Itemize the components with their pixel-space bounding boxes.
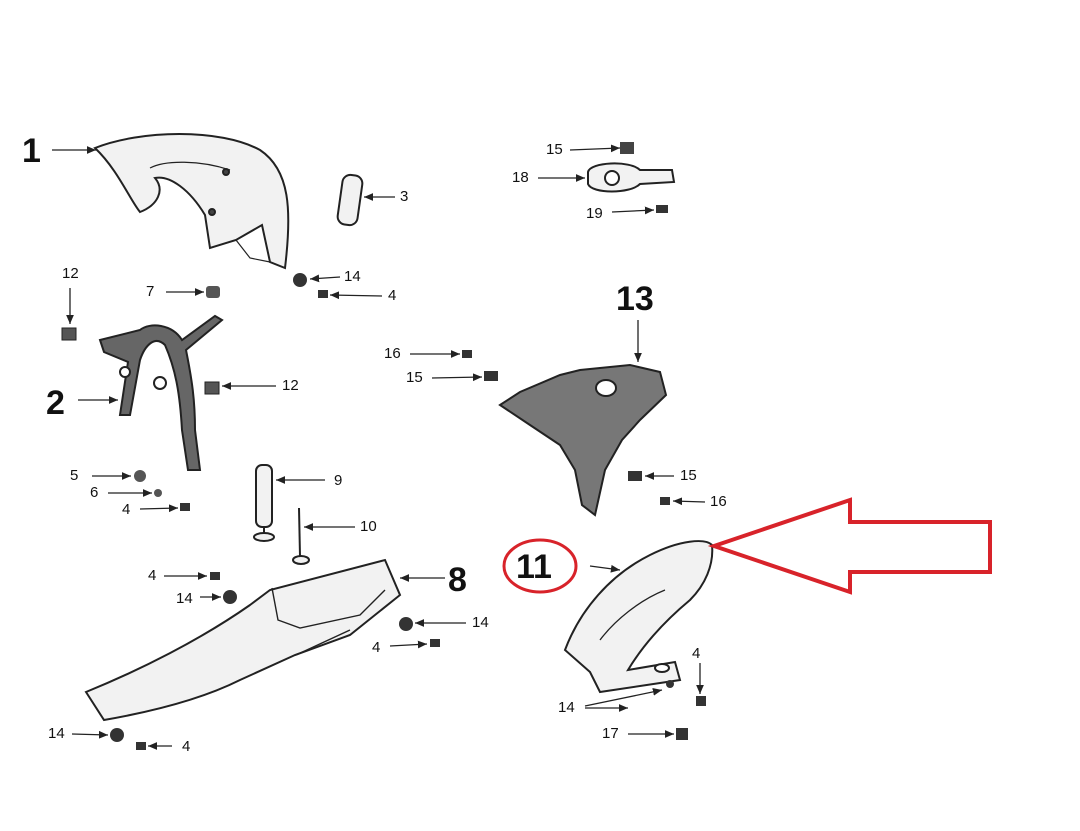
highlight-circle (502, 538, 578, 594)
label-14-undertray: 14 (176, 590, 193, 607)
label-4-hugger: 4 (692, 645, 701, 662)
label-9: 9 (334, 472, 343, 489)
highlight-arrow (707, 497, 992, 595)
clamp-part-18 (587, 162, 676, 193)
label-15-lower: 15 (680, 467, 697, 484)
label-19: 19 (586, 205, 603, 222)
label-2: 2 (46, 384, 65, 422)
label-14: 14 (344, 268, 361, 285)
label-4-bottom: 4 (182, 738, 191, 755)
label-14-hugger: 14 (558, 699, 575, 716)
label-7: 7 (146, 283, 155, 300)
label-12-right: 12 (282, 377, 299, 394)
label-4: 4 (388, 287, 397, 304)
part-3 (336, 173, 364, 227)
label-4-right: 4 (372, 639, 381, 656)
bracket-part-13 (498, 363, 668, 517)
label-5: 5 (70, 467, 79, 484)
undertray-part-8 (84, 558, 402, 722)
label-13: 13 (616, 280, 654, 318)
label-8: 8 (448, 561, 467, 599)
label-12: 12 (62, 265, 79, 282)
label-14-bottom: 14 (48, 725, 65, 742)
bracket-part-2 (98, 314, 224, 471)
label-10: 10 (360, 518, 377, 535)
label-4-left: 4 (122, 501, 131, 518)
label-18: 18 (512, 169, 529, 186)
label-16-lower: 16 (710, 493, 727, 510)
label-17: 17 (602, 725, 619, 742)
label-11: 11 (516, 548, 552, 586)
rear-hugger-part-11 (563, 540, 714, 694)
label-1: 1 (22, 132, 41, 170)
label-16: 16 (384, 345, 401, 362)
label-15: 15 (546, 141, 563, 158)
label-3: 3 (400, 188, 409, 205)
front-mudguard-part (93, 133, 290, 270)
label-15-mid: 15 (406, 369, 423, 386)
label-6: 6 (90, 484, 99, 501)
label-14-right: 14 (472, 614, 489, 631)
label-4-undertray: 4 (148, 567, 157, 584)
